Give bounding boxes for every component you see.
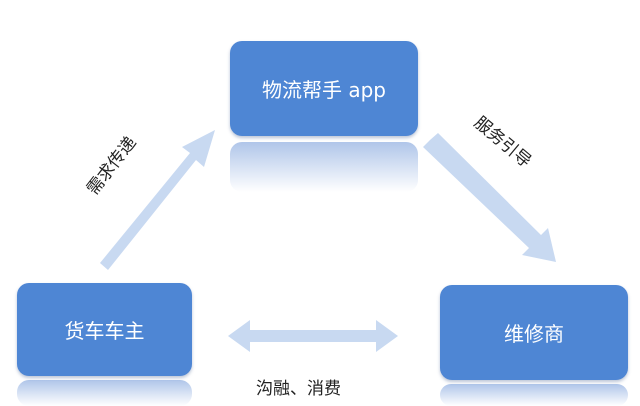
arrow-service [423,133,556,262]
node-repair-label: 维修商 [504,322,564,346]
node-owner: 货车车主 [17,283,192,376]
repair-node-reflection [440,384,628,406]
app-node-reflection [230,142,418,192]
node-app-label: 物流帮手 app [261,78,386,102]
owner-node-reflection [17,380,192,406]
node-repair: 维修商 [440,285,628,380]
edge-label-exchange: 沟融、消费 [256,379,341,399]
arrow-demand [100,130,215,270]
arrow-exchange [228,320,398,352]
node-app: 物流帮手 app [230,41,418,136]
node-owner-label: 货车车主 [64,319,145,343]
